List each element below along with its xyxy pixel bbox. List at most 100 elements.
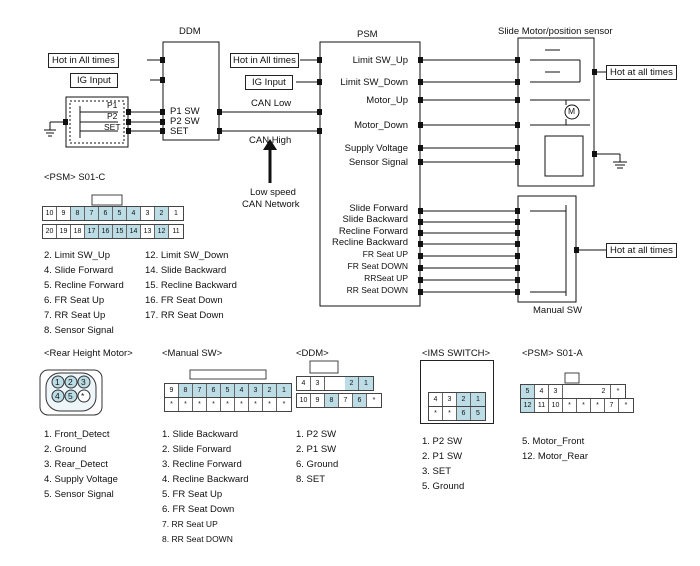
s01c-row2: 20 19 18 17 16 15 14 13 12 11 — [42, 224, 184, 239]
ddm-conn-pin: 2 — [345, 377, 359, 390]
msw-pin: * — [249, 398, 263, 411]
s01a-legend: 5. Motor_Front — [522, 436, 585, 447]
ims-pin: 4 — [429, 393, 443, 406]
ddm-conn-pin: 3 — [311, 377, 325, 390]
ims-row2: * * 6 5 — [428, 406, 486, 421]
s01c-pin: 12 — [155, 225, 169, 238]
ims-legend: 3. SET — [422, 466, 452, 477]
ddm-conn-row1: 4 3 2 1 — [296, 376, 374, 391]
rhm-pin: 5 — [68, 391, 73, 401]
rhm-pin: * — [81, 391, 85, 401]
s01c-legend: 7. RR Seat Up — [44, 310, 106, 321]
ims-p2: P2 — [107, 111, 118, 121]
psm-pin-limit-down: Limit SW_Down — [340, 77, 408, 88]
s01a-legend: 12. Motor_Rear — [522, 451, 589, 462]
msw-legend: 3. Recline Forward — [162, 459, 242, 470]
ims-pin: * — [443, 407, 457, 420]
can-network-line2: CAN Network — [242, 199, 300, 210]
motor-label: M — [568, 106, 576, 116]
msw-pin: 6 — [207, 384, 221, 397]
psm-title: PSM — [357, 29, 378, 40]
msw-row2: * * * * * * * * * — [164, 397, 292, 412]
s01c-pin: 14 — [127, 225, 141, 238]
s01c-legend: 15. Recline Backward — [145, 280, 237, 291]
rhm-legend: 2. Ground — [44, 444, 87, 455]
s01c-legend: 12. Limit SW_Down — [145, 250, 229, 261]
rhm-pin: 4 — [55, 391, 60, 401]
s01a-title: <PSM> S01-A — [522, 348, 583, 359]
psm-pin-slide-backward: Slide Backward — [342, 214, 408, 225]
msw-pin: 8 — [179, 384, 193, 397]
ddm-p1sw: P1 SW — [170, 106, 200, 117]
rhm-title: <Rear Height Motor> — [44, 348, 133, 359]
s01c-pin: 17 — [85, 225, 99, 238]
rhm-legend: 4. Supply Voltage — [44, 474, 118, 485]
s01c-pin: 3 — [141, 207, 155, 220]
ims-pin: 6 — [457, 407, 471, 420]
ims-legend: 1. P2 SW — [422, 436, 463, 447]
s01c-legend: 16. FR Seat Down — [145, 295, 223, 306]
msw-pin: 2 — [263, 384, 277, 397]
s01c-title: <PSM> S01-C — [44, 172, 106, 183]
ddm-box — [162, 41, 220, 141]
ddm-conn-pin: 9 — [311, 394, 325, 407]
s01c-legend: 2. Limit SW_Up — [44, 250, 110, 261]
s01c-pin: 7 — [85, 207, 99, 220]
s01c-row1: 10 9 8 7 6 5 4 3 2 1 — [42, 206, 184, 221]
ddm-conn-pin: 10 — [297, 394, 311, 407]
s01c-legend: 14. Slide Backward — [145, 265, 227, 276]
psm-pin-rr-seat-up: RRSeat UP — [364, 273, 408, 283]
ddm-conn-pin: 1 — [359, 377, 373, 390]
ims-row1: 4 3 2 1 — [428, 392, 486, 407]
s01c-legend: 4. Slide Forward — [44, 265, 114, 276]
s01a-pin: * — [577, 399, 591, 412]
s01a-pin: 10 — [549, 399, 563, 412]
msw-pin: * — [165, 398, 179, 411]
can-high-label: CAN High — [249, 135, 292, 146]
msw-legend: 4. Recline Backward — [162, 474, 249, 485]
can-low-label: CAN Low — [251, 98, 292, 109]
ddm-ig-label: IG Input — [70, 73, 118, 88]
ims-pin: * — [429, 407, 443, 420]
rhm-pin: 2 — [68, 377, 73, 387]
rhm-pin: 1 — [55, 377, 60, 387]
ddm-conn-row2: 10 9 8 7 6 * — [296, 393, 382, 408]
slide-hot-label: Hot at all times — [606, 65, 677, 80]
psm-pin-sensor-signal: Sensor Signal — [348, 157, 408, 168]
ims-title: <IMS SWITCH> — [422, 348, 491, 359]
psm-pin-recline-backward: Recline Backward — [331, 237, 408, 248]
ddm-conn-pin: * — [372, 397, 376, 404]
psm-pin-limit-up: Limit SW_Up — [352, 55, 408, 66]
ddm-conn-legend: 2. P1 SW — [296, 444, 337, 455]
s01c-legend: 8. Sensor Signal — [44, 325, 114, 336]
psm-box — [319, 41, 421, 307]
msw-title: <Manual SW> — [162, 348, 223, 359]
s01c-legend: 5. Recline Forward — [44, 280, 124, 291]
slide-motor-title: Slide Motor/position sensor — [498, 26, 613, 37]
psm-hot-label: Hot in All times — [230, 53, 299, 68]
s01c-legend: 6. FR Seat Up — [44, 295, 105, 306]
ddm-setsw: SET — [170, 126, 189, 137]
s01a-pin: * — [563, 399, 577, 412]
s01c-pin: 20 — [43, 225, 57, 238]
s01a-pin: 12 — [521, 399, 535, 412]
msw-pin: * — [207, 398, 221, 411]
s01c-pin: 5 — [113, 207, 127, 220]
manual-sw-title: Manual SW — [533, 305, 583, 316]
s01a-pin: 7 — [605, 399, 619, 412]
s01c-pin: 1 — [174, 210, 178, 217]
ims-pin: 3 — [443, 393, 457, 406]
ims-pin: 2 — [457, 393, 471, 406]
psm-pin-recline-forward: Recline Forward — [338, 226, 408, 237]
s01a-pin: 3 — [549, 385, 563, 398]
psm-pin-fr-seat-up: FR Seat UP — [362, 249, 408, 259]
s01a-pin: 2 — [597, 385, 611, 398]
ddm-conn-legend: 1. P2 SW — [296, 429, 337, 440]
s01a-pin: 5 — [521, 385, 535, 398]
ddm-conn-pin: 7 — [339, 394, 353, 407]
ddm-conn-pin: 8 — [325, 394, 339, 407]
msw-pin: * — [235, 398, 249, 411]
psm-pin-fr-seat-down: FR Seat DOWN — [347, 261, 408, 271]
ims-pin: 5 — [471, 407, 485, 420]
